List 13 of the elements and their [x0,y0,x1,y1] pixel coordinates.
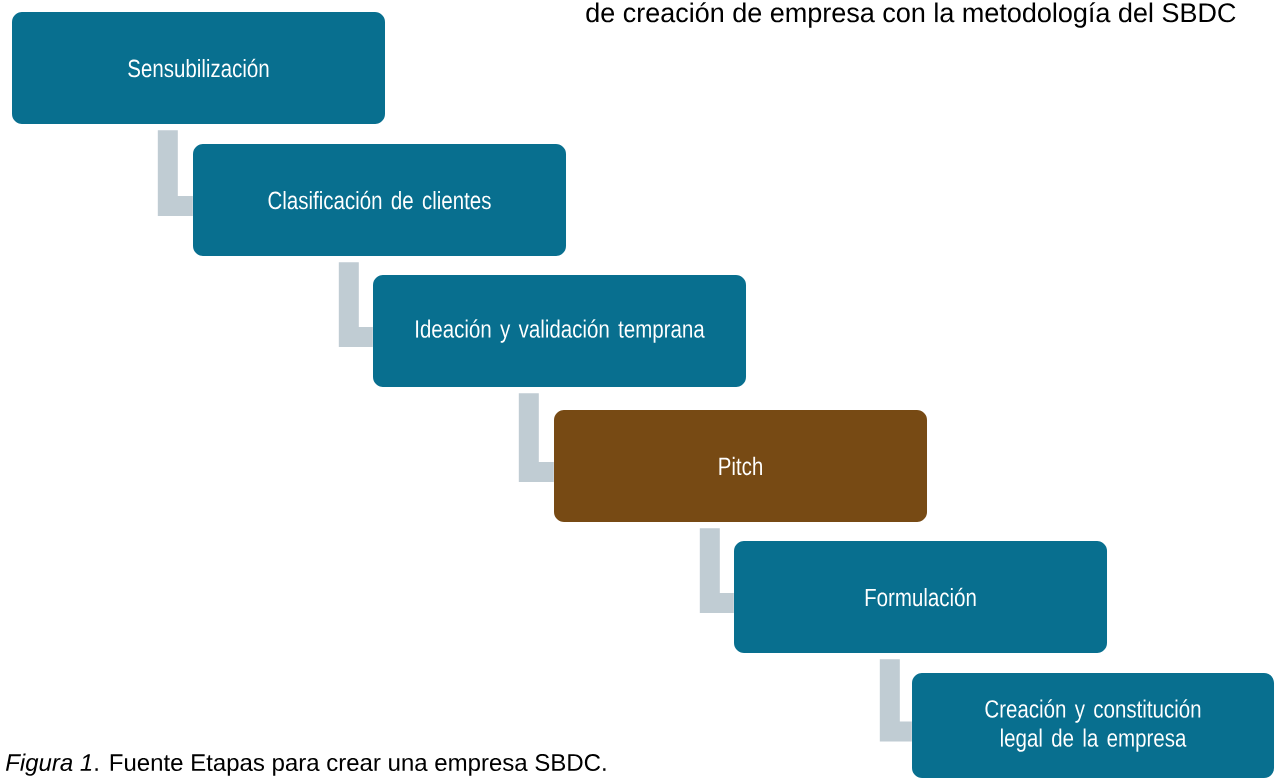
note-text: de creación de empresa con la metodología del SBDC [586,2,1236,28]
process-box: Formulación [734,541,1107,653]
process-box: Ideación y validación temprana [373,275,746,387]
connector [699,528,734,613]
connector [338,262,373,347]
process-box: Creación y constitución legal de la empresa [912,673,1274,778]
connector [879,659,912,742]
connector [518,393,554,482]
process-box: Pitch [554,410,927,522]
process-box: Clasificación de clientes [193,144,566,256]
connector [157,130,193,216]
caption: Figura 1. Fuente Etapas para crear una empresa SBDC. [5,753,606,776]
process-box: Sensubilización [12,12,385,124]
